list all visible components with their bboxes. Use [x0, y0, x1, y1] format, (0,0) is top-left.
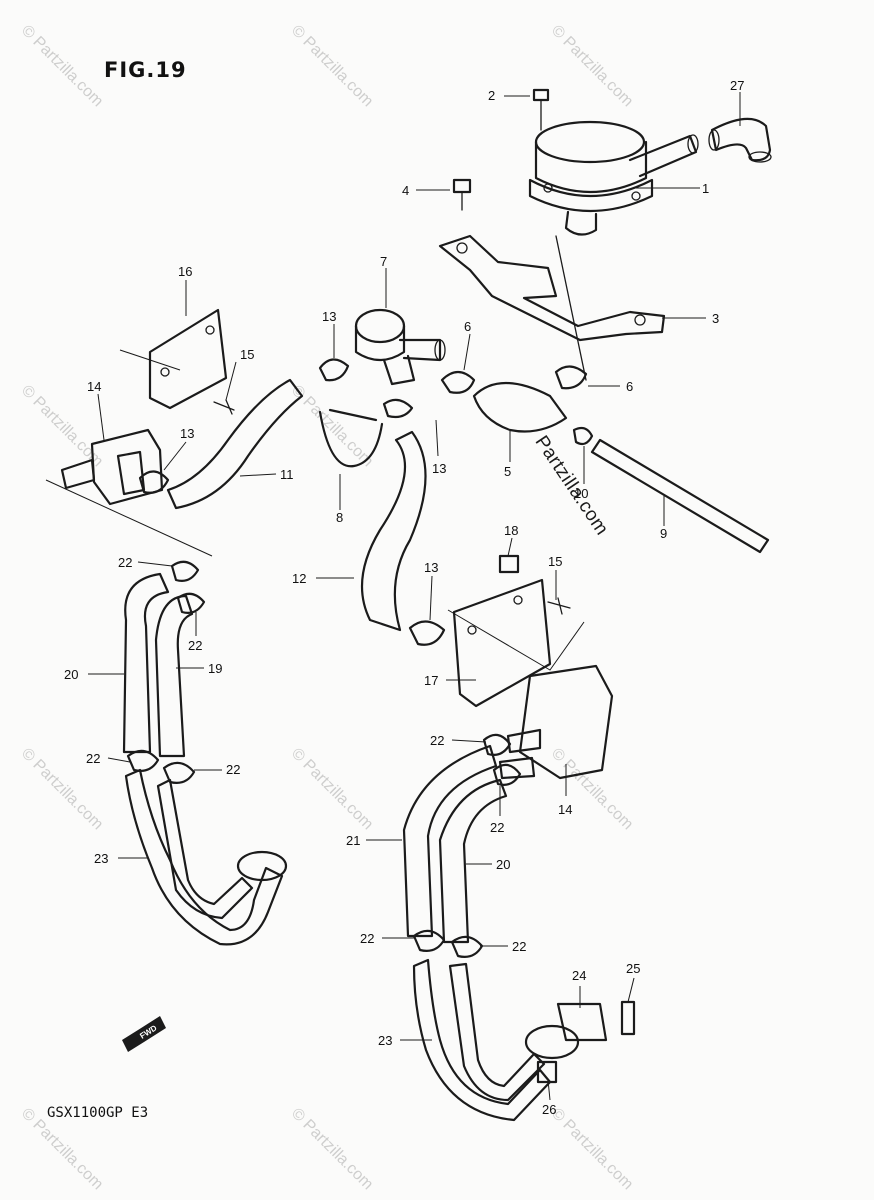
- callout-22: 22: [188, 638, 202, 653]
- hose-clamp: [382, 398, 414, 419]
- callout-24: 24: [572, 968, 586, 983]
- bolt: [547, 597, 571, 615]
- hose: [438, 778, 508, 944]
- figure-title: FIG.19: [104, 58, 187, 82]
- callout-13: 13: [180, 426, 194, 441]
- nut: [536, 1060, 558, 1084]
- hose-clamp: [318, 358, 350, 382]
- callout-14: 14: [558, 802, 572, 817]
- callout-16: 16: [178, 264, 192, 279]
- callout-13: 13: [424, 560, 438, 575]
- mounting-bracket: [438, 234, 666, 342]
- hose: [154, 594, 194, 758]
- callout-5: 5: [504, 464, 511, 479]
- callout-12: 12: [292, 571, 306, 586]
- hose: [472, 381, 568, 433]
- leader-lines: [88, 92, 741, 1101]
- exhaust-air-pipe: [124, 768, 284, 946]
- mounting-bracket: [148, 308, 228, 410]
- callout-15: 15: [548, 554, 562, 569]
- air-cleaner-canister: [528, 120, 699, 236]
- callout-3: 3: [712, 311, 719, 326]
- callout-10: 10: [574, 486, 588, 501]
- hose-clamp: [176, 592, 206, 614]
- stud-bolt: [620, 1000, 636, 1036]
- exhaust-air-pipe: [448, 962, 546, 1102]
- hose-clamp: [408, 620, 446, 646]
- callout-27: 27: [730, 78, 744, 93]
- callout-18: 18: [504, 523, 518, 538]
- callout-2: 2: [488, 88, 495, 103]
- callout-25: 25: [626, 961, 640, 976]
- hose-clamp: [482, 733, 512, 756]
- hose-clamp: [138, 470, 170, 494]
- bolt: [532, 88, 550, 131]
- callout-23: 23: [94, 851, 108, 866]
- callout-13: 13: [322, 309, 336, 324]
- hose-clamp: [572, 426, 594, 446]
- bolt: [213, 399, 235, 415]
- callout-8: 8: [336, 510, 343, 525]
- callout-1: 1: [702, 181, 709, 196]
- hose-clamp: [126, 749, 160, 772]
- exhaust-air-pipe: [156, 778, 254, 920]
- callout-22: 22: [490, 820, 504, 835]
- callout-7: 7: [380, 254, 387, 269]
- callout-19: 19: [208, 661, 222, 676]
- model-code: GSX1100GP E3: [47, 1105, 149, 1121]
- vent-tube: [555, 235, 587, 381]
- callout-22: 22: [512, 939, 526, 954]
- hose-clamp: [554, 365, 588, 390]
- callout-14: 14: [87, 379, 101, 394]
- assembly-guide-line: [45, 349, 585, 671]
- hose: [402, 744, 498, 938]
- pipe-flange: [524, 1024, 580, 1060]
- callout-21: 21: [346, 833, 360, 848]
- callout-22: 22: [226, 762, 240, 777]
- exhaust-air-pipe: [412, 958, 552, 1122]
- hose-clip: [318, 408, 384, 468]
- callout-20: 20: [64, 667, 78, 682]
- bolt: [498, 554, 520, 574]
- hose: [166, 378, 304, 510]
- hose-clamp: [412, 929, 446, 952]
- pipe-flange: [236, 850, 288, 882]
- callout-17: 17: [424, 673, 438, 688]
- hose: [360, 430, 427, 632]
- callout-15: 15: [240, 347, 254, 362]
- callout-22: 22: [430, 733, 444, 748]
- pipe: [590, 438, 770, 554]
- callout-23: 23: [378, 1033, 392, 1048]
- callout-4: 4: [402, 183, 409, 198]
- callout-13: 13: [432, 461, 446, 476]
- callout-9: 9: [660, 526, 667, 541]
- hose-clamp: [170, 560, 200, 582]
- elbow-hose: [708, 117, 772, 163]
- callout-20: 20: [496, 857, 510, 872]
- forward-arrow-icon: FWD: [122, 1016, 166, 1052]
- callout-22: 22: [118, 555, 132, 570]
- hose-clamp: [440, 370, 476, 394]
- part-callouts: 2 27 1 4 3 7 13 6 6 5 10 9 16 15 14 13 1…: [64, 78, 744, 1117]
- hose-clamp: [162, 761, 196, 784]
- hose: [122, 572, 170, 754]
- callout-22: 22: [360, 931, 374, 946]
- callout-22: 22: [86, 751, 100, 766]
- reed-valve: [354, 308, 446, 386]
- callout-26: 26: [542, 1102, 556, 1117]
- hose-clamp: [492, 763, 522, 786]
- callout-11: 11: [280, 467, 294, 482]
- callout-6: 6: [626, 379, 633, 394]
- mounting-bracket: [452, 578, 552, 708]
- callout-6: 6: [464, 319, 471, 334]
- bolt: [452, 178, 472, 211]
- gasket: [556, 1002, 608, 1042]
